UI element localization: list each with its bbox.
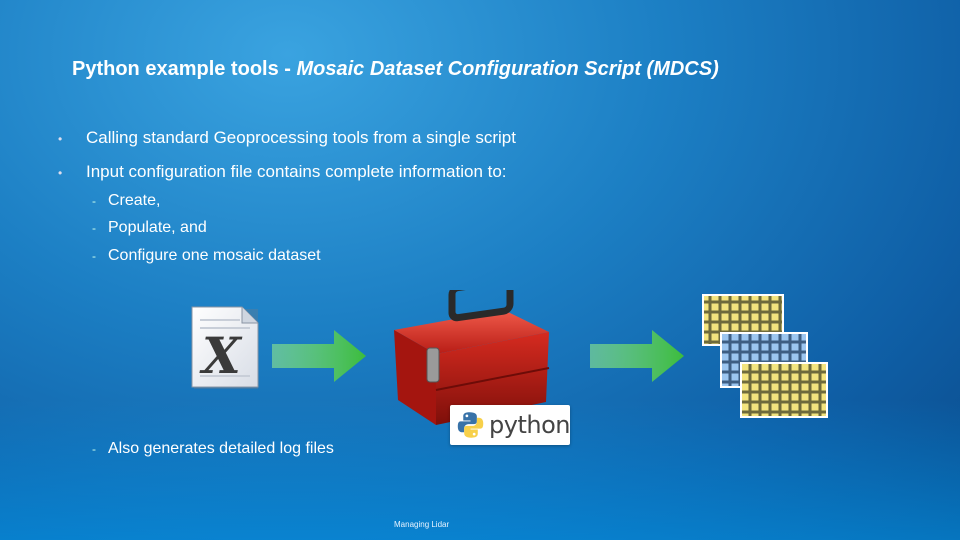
bullet-text: Calling standard Geoprocessing tools fro… xyxy=(86,128,516,147)
title-plain: Python example tools - xyxy=(72,58,297,80)
python-snake-icon xyxy=(457,412,484,438)
bullet-text: Input configuration file contains comple… xyxy=(86,162,507,181)
sub-item: -Configure one mosaic dataset xyxy=(92,247,321,265)
bullet-item: • Input configuration file contains compl… xyxy=(58,162,507,182)
sub-item-text: Configure one mosaic dataset xyxy=(108,247,321,264)
title-italic: Mosaic Dataset Configuration Script (MDC… xyxy=(296,58,719,80)
sub-item: -Populate, and xyxy=(92,219,207,237)
sub-item-log: -Also generates detailed log files xyxy=(92,440,334,458)
mosaic-grid-stack-icon xyxy=(702,294,828,418)
sub-item-text: Populate, and xyxy=(108,219,207,236)
bullet-dot-icon: • xyxy=(58,131,63,146)
toolbox-icon xyxy=(394,290,550,425)
dash-icon: - xyxy=(92,249,96,263)
bullet-item: • Calling standard Geoprocessing tools fr… xyxy=(58,128,516,148)
slide-title: Python example tools - Mosaic Dataset Co… xyxy=(72,58,719,81)
svg-text:X: X xyxy=(199,326,243,385)
dash-icon: - xyxy=(92,221,96,235)
xml-file-icon: X xyxy=(191,306,259,389)
sub-item: -Create, xyxy=(92,192,160,210)
dash-icon: - xyxy=(92,194,96,208)
python-logo-icon: python xyxy=(450,405,570,445)
footer-text: Managing Lidar xyxy=(394,520,450,529)
sub-item-text: Create, xyxy=(108,192,161,209)
python-logo-text: python xyxy=(489,411,570,439)
bullet-dot-icon: • xyxy=(58,165,63,180)
dash-icon: - xyxy=(92,442,96,456)
arrow-right-icon xyxy=(272,330,366,382)
arrow-right-icon xyxy=(590,330,684,382)
sub-item-text: Also generates detailed log files xyxy=(108,440,334,457)
